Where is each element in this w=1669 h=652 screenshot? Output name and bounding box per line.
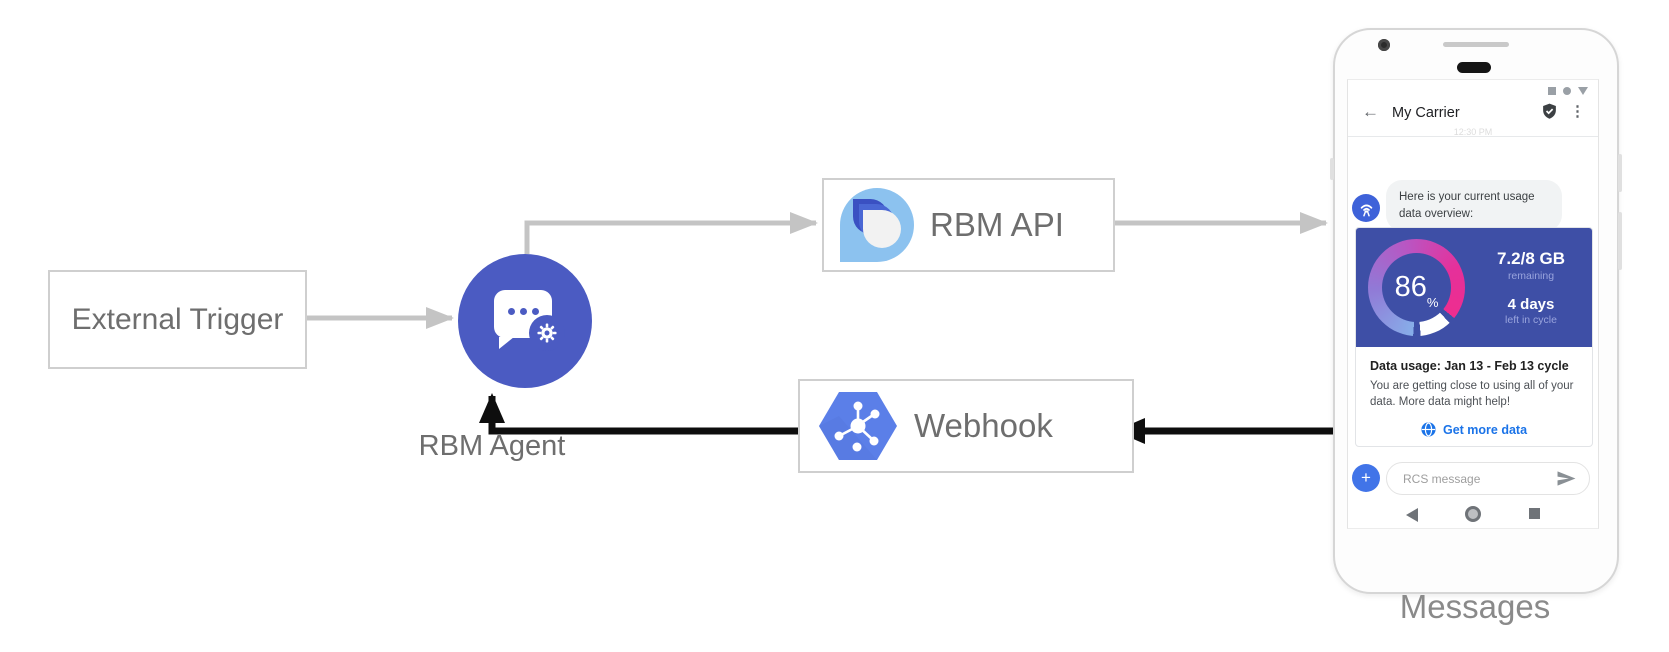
external-trigger-node: External Trigger <box>48 270 307 369</box>
chat-bubble-tail <box>499 337 514 349</box>
status-circle-icon <box>1563 87 1571 95</box>
usage-card-title: Data usage: Jan 13 - Feb 13 cycle <box>1370 359 1569 373</box>
phone-screen: ← My Carrier ⋮ 12:30 PM Here is your c <box>1347 79 1599 529</box>
earpiece-speaker <box>1443 42 1509 47</box>
get-more-data-button[interactable]: Get more data <box>1370 422 1578 437</box>
header-divider <box>1348 136 1598 137</box>
status-triangle-icon <box>1578 87 1588 95</box>
agent-avatar <box>1352 194 1380 222</box>
usage-card-text-line1: You are getting close to using all of yo… <box>1370 380 1574 409</box>
usage-chart-panel: 86 % 7.2/8 GB remaining 4 days left in c… <box>1356 228 1592 347</box>
nav-overview-icon[interactable] <box>1529 508 1540 519</box>
android-nav-bar <box>1348 504 1598 526</box>
front-camera <box>1378 39 1390 51</box>
message-timestamp: 12:30 PM <box>1453 127 1493 137</box>
gear-icon <box>529 315 565 351</box>
usage-rich-card: 86 % 7.2/8 GB remaining 4 days left in c… <box>1355 227 1593 447</box>
cycle-days-value: 4 days <box>1507 296 1555 313</box>
chat-dots-icon <box>494 308 552 315</box>
speaker-pill <box>1457 62 1491 73</box>
message-input[interactable]: RCS message <box>1386 462 1590 495</box>
webhook-node: Webhook <box>798 379 1134 473</box>
verified-shield-icon <box>1541 102 1558 125</box>
chat-bubble-icon <box>494 290 565 351</box>
usage-card-body: Data usage: Jan 13 - Feb 13 cycle You ar… <box>1356 347 1592 437</box>
phone-power-button[interactable] <box>1618 154 1622 192</box>
send-icon[interactable] <box>1556 470 1577 487</box>
usage-card-text-line2: More data might help! <box>1398 396 1511 409</box>
back-arrow-icon[interactable]: ← <box>1362 102 1379 121</box>
remaining-label: remaining <box>1507 270 1555 282</box>
attach-plus-button[interactable]: + <box>1352 464 1380 492</box>
rbm-api-node: RBM API <box>822 178 1115 272</box>
get-more-data-label: Get more data <box>1442 422 1528 437</box>
messages-app-caption: Messages <box>1399 588 1551 625</box>
message-input-placeholder: RCS message <box>1403 471 1481 486</box>
status-square-icon <box>1548 87 1556 95</box>
rbm-api-label: RBM API <box>930 206 1064 243</box>
nav-back-icon[interactable] <box>1406 508 1418 522</box>
phone-side-button <box>1330 158 1334 180</box>
phone-volume-button[interactable] <box>1618 212 1622 270</box>
cloud-hexagon-icon <box>819 392 897 460</box>
external-trigger-label: External Trigger <box>71 302 284 336</box>
webhook-label: Webhook <box>914 407 1053 444</box>
usage-percent-sign: % <box>1426 295 1439 310</box>
nav-home-icon[interactable] <box>1465 506 1481 522</box>
rbm-agent-label: RBM Agent <box>418 430 566 462</box>
arrow-webhook-to-agent <box>479 393 800 435</box>
conversation-title: My Carrier <box>1392 105 1460 121</box>
arrow-agent-to-rbm-api <box>524 212 818 254</box>
agent-message-bubble: Here is your current usage data overview… <box>1386 180 1562 232</box>
remaining-value: 7.2/8 GB <box>1496 249 1566 268</box>
phone-mockup: ← My Carrier ⋮ 12:30 PM Here is your c <box>1330 28 1622 594</box>
rbm-agent-node <box>458 254 592 388</box>
globe-icon <box>1421 422 1436 437</box>
message-composer: + RCS message <box>1348 462 1598 498</box>
antenna-icon <box>1360 204 1372 216</box>
cycle-days-label: left in cycle <box>1505 314 1557 326</box>
usage-percent: 86 <box>1394 271 1427 303</box>
usage-donut-chart: 86 % <box>1368 239 1465 336</box>
overflow-menu-icon[interactable]: ⋮ <box>1570 103 1585 120</box>
status-bar <box>1548 87 1588 95</box>
rbm-api-logo-icon <box>840 188 914 262</box>
